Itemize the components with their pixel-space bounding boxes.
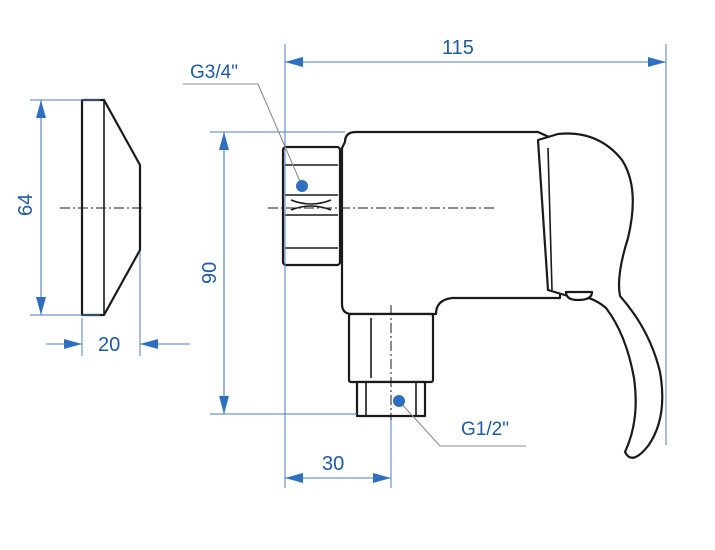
dimension-flange-height: 64	[15, 99, 100, 316]
dimension-flange-width: 20	[46, 252, 190, 356]
dimension-label-64: 64	[15, 194, 37, 216]
outlet-thread-marker	[393, 395, 405, 407]
dimension-body-height: 90	[199, 131, 357, 415]
outlet-thread-label: G1/2"	[461, 419, 509, 440]
dimension-label-30: 30	[322, 453, 344, 475]
inlet-thread-marker	[296, 180, 308, 192]
center-lines	[60, 207, 495, 430]
inlet-thread-label: G3/4"	[190, 62, 238, 83]
thread-callout-outlet: G1/2"	[393, 395, 526, 447]
dimension-label-115: 115	[442, 37, 474, 59]
dimension-label-90: 90	[199, 262, 221, 284]
valve-body	[340, 130, 562, 316]
dimension-label-20: 20	[98, 334, 120, 356]
thread-callout-inlet: G3/4"	[183, 62, 308, 192]
dimension-outlet-offset: 30	[285, 420, 392, 488]
lever-handle	[536, 132, 664, 459]
hex-nut-inlet	[281, 145, 342, 267]
